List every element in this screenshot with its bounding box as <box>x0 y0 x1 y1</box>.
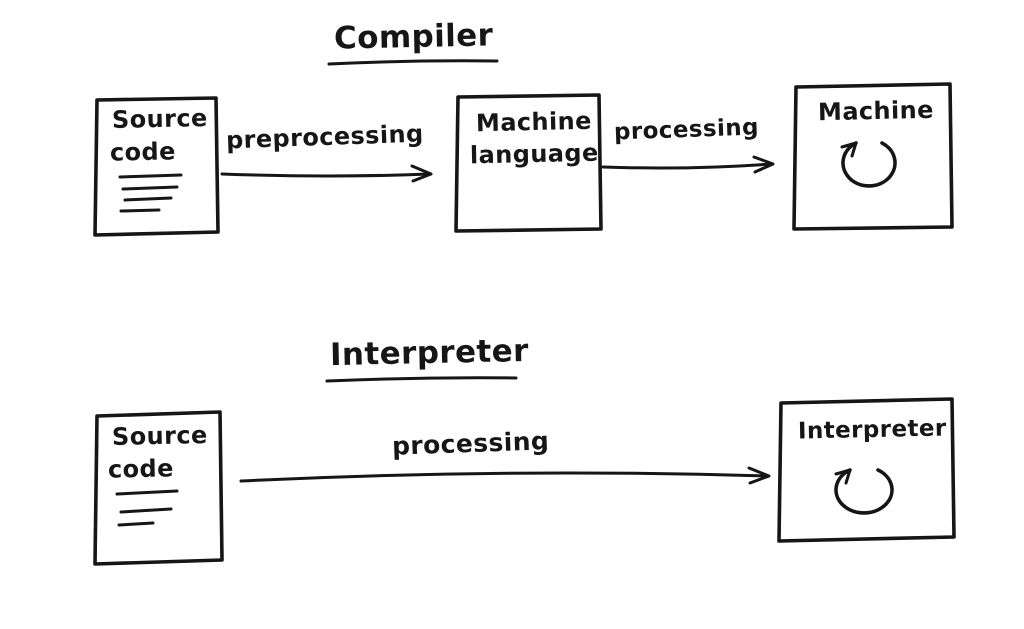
machine-language-box-label-1: Machine <box>475 106 593 138</box>
machine-language-box-label-2: language <box>469 138 599 170</box>
preprocessing-arrow-head <box>410 164 433 183</box>
code-line <box>123 196 173 202</box>
compiler-source-box-label-2: code <box>109 137 177 167</box>
code-line <box>118 173 183 179</box>
interpreter-processing-arrow-head <box>747 466 771 485</box>
compiler-source-box-label-1: Source <box>111 104 208 134</box>
interpreter-source-box-label-2: code <box>107 454 175 484</box>
compiler-source-box-outline <box>93 96 220 237</box>
interpreter-box-outline <box>777 397 956 543</box>
processing-arrow-line <box>601 162 773 170</box>
code-line <box>117 521 155 527</box>
loop-arrow-icon <box>841 141 897 188</box>
loop-arrow-icon-head <box>834 468 852 485</box>
processing-arrow-label: processing <box>613 114 760 146</box>
machine-language-box-outline <box>454 93 603 233</box>
compiler-title: Compiler <box>333 17 494 57</box>
interpreter-box-label: Interpreter <box>797 415 947 445</box>
interpreter-processing-arrow-line <box>239 471 768 483</box>
loop-arrow-icon-head <box>840 141 858 158</box>
code-line <box>119 208 161 213</box>
interpreter-source-box-label-1: Source <box>111 421 208 451</box>
loop-arrow-icon <box>834 468 894 515</box>
interpreter-processing-arrow-label: processing <box>391 426 550 461</box>
interpreter-source-box-outline <box>93 410 224 566</box>
code-line <box>119 507 173 514</box>
compiler-title-underline <box>327 59 499 66</box>
interpreter-title: Interpreter <box>329 332 530 374</box>
code-line <box>115 489 179 496</box>
machine-box-label: Machine <box>817 95 935 127</box>
machine-box-outline <box>792 82 954 231</box>
interpreter-title-underline <box>325 376 518 383</box>
code-line <box>121 185 179 191</box>
processing-arrow-head <box>752 155 775 174</box>
preprocessing-arrow-line <box>220 172 431 178</box>
